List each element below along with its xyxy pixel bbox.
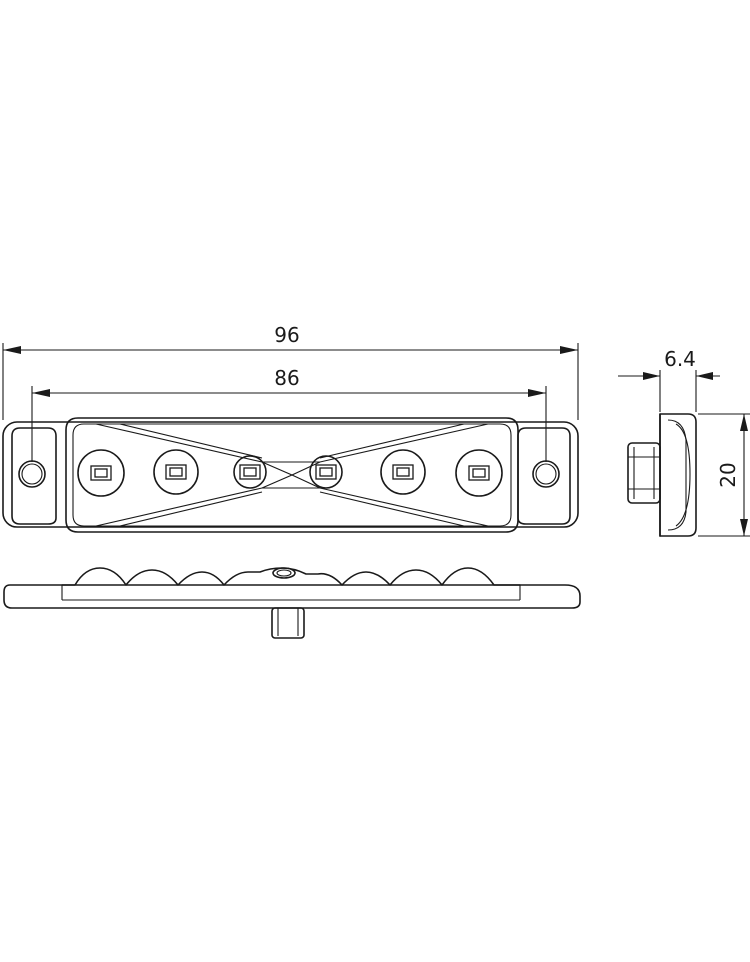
dimension-depth: 6.4	[618, 347, 720, 412]
dimension-height: 20	[698, 413, 750, 537]
dimension-label-96: 96	[274, 323, 299, 347]
end-body	[659, 413, 697, 537]
mount-hole-left-inner	[21, 463, 43, 485]
led-4	[309, 455, 343, 489]
end-connector	[627, 442, 661, 504]
dimension-hole-spacing: 86	[31, 366, 547, 462]
led-1	[77, 449, 125, 497]
mount-hole-right-inner	[535, 463, 557, 485]
mount-hole-right	[532, 460, 560, 488]
base-plate	[3, 584, 581, 609]
side-profile-view	[3, 567, 581, 639]
right-ear-contour	[517, 427, 571, 525]
led-3	[233, 455, 267, 489]
housing-outline	[2, 421, 579, 528]
dimension-label-20: 20	[716, 462, 740, 487]
dimension-overall-length: 96	[2, 323, 579, 420]
center-emblem	[272, 567, 296, 579]
led-5	[380, 449, 426, 495]
lens-outline	[65, 417, 519, 533]
lens-inner-outline	[72, 423, 512, 527]
mount-hole-left	[18, 460, 46, 488]
end-view	[627, 413, 697, 537]
led-6	[455, 449, 503, 497]
led-2	[153, 449, 199, 495]
front-view	[2, 417, 579, 533]
left-ear-contour	[11, 427, 57, 525]
dimension-label-86: 86	[274, 366, 299, 390]
dimension-label-6-4: 6.4	[664, 347, 696, 371]
connector-stem	[271, 607, 305, 639]
